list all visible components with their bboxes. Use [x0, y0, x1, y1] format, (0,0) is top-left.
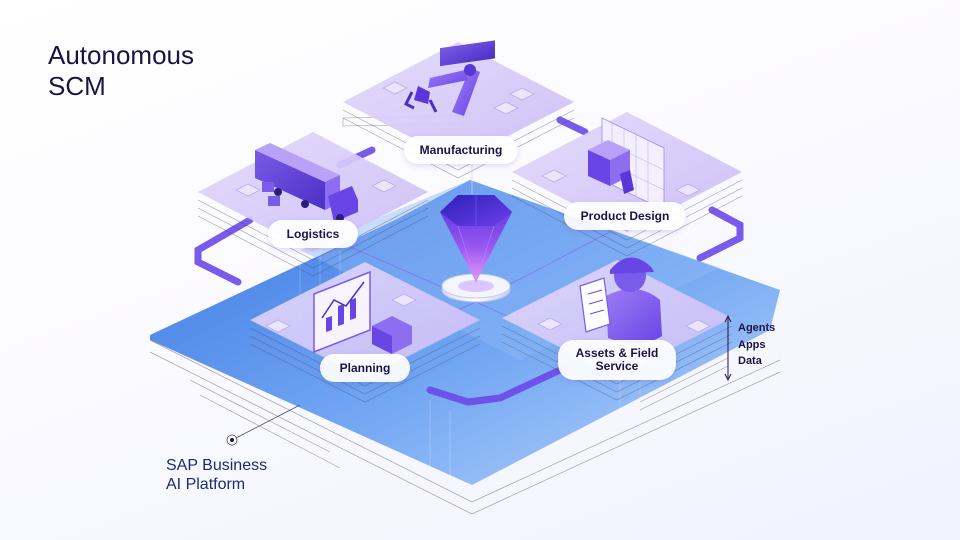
- layer-label-agents: Agents: [738, 322, 776, 334]
- module-pill-assets: Assets & Field Service: [558, 340, 676, 380]
- module-label-assets-line1: Assets & Field: [575, 346, 659, 360]
- module-label-assets-line2: Service: [595, 359, 639, 373]
- module-pill-product-design: Product Design: [564, 202, 686, 230]
- platform-layer-outlines: [149, 339, 781, 515]
- chart-board-icon: [313, 270, 412, 354]
- module-label-logistics: Logistics: [286, 226, 340, 241]
- robot-arm-icon: [403, 40, 495, 116]
- platform-label-line1: SAP Business: [166, 457, 268, 474]
- pad-icons: [382, 81, 535, 115]
- manufacturing-tile: [342, 40, 575, 179]
- module-label-product-design: Product Design: [580, 208, 670, 223]
- logistics-tile: [197, 132, 429, 277]
- module-pill-logistics: Logistics: [268, 220, 358, 248]
- assets-tile: [501, 257, 733, 401]
- layers-legend: Agents Apps Data: [738, 320, 775, 370]
- platform-label-line2: AI Platform: [166, 476, 246, 493]
- layer-label-apps: Apps: [738, 338, 766, 351]
- field-worker-icon: [579, 257, 662, 344]
- module-label-manufacturing: Manufacturing: [419, 142, 503, 157]
- layer-label-data: Data: [738, 355, 762, 367]
- module-pill-manufacturing: Manufacturing: [404, 136, 518, 164]
- page-title-line1: Autonomous: [48, 40, 194, 70]
- module-label-planning: Planning: [339, 360, 391, 375]
- cube-blueprint-icon: [588, 117, 665, 211]
- page-title: Autonomous SCM: [48, 40, 248, 102]
- platform-callout: [226, 404, 301, 446]
- truck-icon: [255, 143, 358, 222]
- gem-icon: [440, 195, 512, 303]
- flow-arrows: [194, 116, 744, 406]
- platform-label: SAP Business AI Platform: [166, 456, 316, 494]
- layers-bracket: [724, 314, 732, 382]
- module-pill-planning: Planning: [320, 354, 410, 382]
- planning-tile: [249, 262, 481, 403]
- page-title-line2: SCM: [48, 71, 106, 101]
- product-design-tile: [511, 112, 743, 257]
